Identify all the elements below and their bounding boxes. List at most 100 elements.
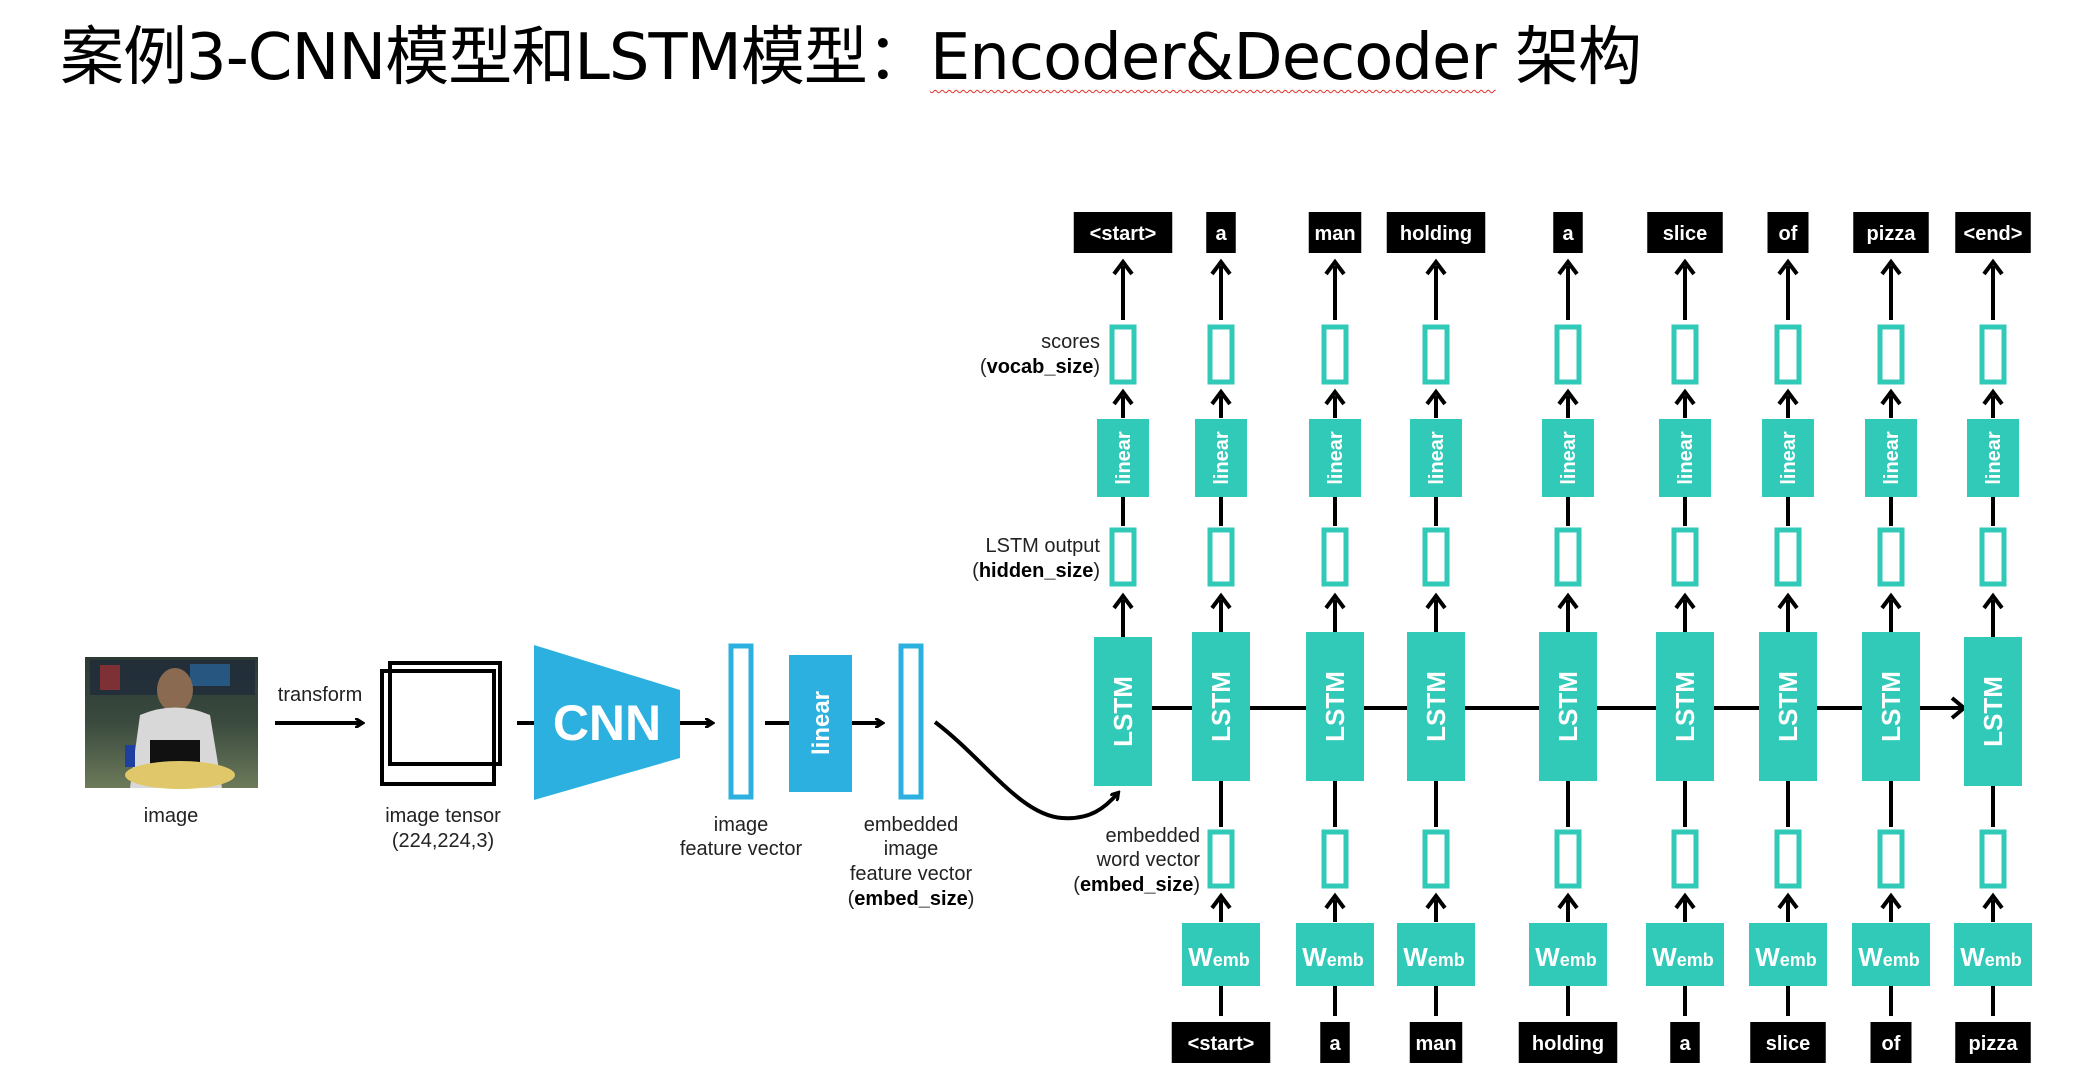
input-word-box [1670, 1022, 1700, 1063]
input-word-box [1409, 1022, 1463, 1063]
title-suffix: 架构 [1495, 21, 1642, 95]
lstm-cell [1192, 632, 1250, 781]
lstm-output-arrow-head [1210, 592, 1232, 610]
scores-arrow-head [1557, 388, 1579, 406]
scores-arrow-head [1674, 388, 1696, 406]
lstm-cell-label: LSTM [1773, 671, 1803, 742]
input-word-box-text: pizza [1969, 1033, 2019, 1055]
image-tensor-label: image tensor [385, 805, 501, 827]
lstm-output-arrow-head [1425, 592, 1447, 610]
output-arrow-head [1880, 258, 1902, 276]
slide-title: 案例3-CNN模型和LSTM模型：Encoder&Decoder 架构 [60, 6, 1642, 98]
lstm-cell [1656, 632, 1714, 781]
wemb-label: Wemb [1302, 942, 1364, 972]
wemb-block [1749, 923, 1827, 986]
decoder-linear-block [1659, 419, 1711, 497]
scores-vector [1877, 324, 1905, 385]
image-tensor-shape: (224,224,3) [392, 830, 494, 852]
output-word-box-text: <start> [1090, 223, 1157, 245]
feature-label-2: feature vector [680, 838, 803, 860]
lstm-cell-label: LSTM [1553, 671, 1583, 742]
scores-size-label: (vocab_size) [980, 356, 1100, 378]
lstm-cell [1407, 632, 1465, 781]
embedded-word-size-label: (embed_size) [1073, 874, 1200, 896]
embedded-word-vector [1774, 829, 1802, 889]
output-word-box [1647, 212, 1723, 253]
lstm-output-arrow-head [1557, 592, 1579, 610]
lstm-cell-label: LSTM [1206, 671, 1236, 742]
input-word-box [1518, 1022, 1618, 1063]
lstm-output-arrow-head [1777, 592, 1799, 610]
cnn-label: CNN [553, 695, 661, 751]
lstm-output-arrow-head [1674, 592, 1696, 610]
output-word-box-text: <end> [1964, 223, 2023, 245]
output-word-box [1553, 212, 1583, 253]
lstm-cell [1964, 637, 2022, 786]
lstm-output-arrow-head [1324, 592, 1346, 610]
output-arrow-head [1324, 258, 1346, 276]
input-word-box [1870, 1022, 1912, 1063]
scores-arrow-head [1982, 388, 2004, 406]
output-word-box-text: a [1215, 223, 1227, 245]
decoder-linear-block [1309, 419, 1361, 497]
decoder-linear-label: linear [1426, 431, 1448, 485]
decoder-linear-block [1410, 419, 1462, 497]
embedded-word-vector [1671, 829, 1699, 889]
scores-vector [1321, 324, 1349, 385]
wemb-label: Wemb [1403, 942, 1465, 972]
input-word-box-text: holding [1532, 1033, 1604, 1055]
output-word-box [1767, 212, 1809, 253]
wemb-label: Wemb [1858, 942, 1920, 972]
input-image [85, 657, 258, 789]
decoder-linear-label: linear [1675, 431, 1697, 485]
scores-vector [1979, 324, 2007, 385]
decoder-columns: <start>linearLSTMalinearLSTMWemb<start>m… [1073, 212, 2032, 1063]
input-word-box [1320, 1022, 1350, 1063]
image-tensor-icon [380, 661, 502, 786]
lstm-cell [1759, 632, 1817, 781]
embedded-image-feature-vector [898, 643, 924, 800]
output-word-box [1386, 212, 1486, 253]
output-word-box-text: a [1562, 223, 1574, 245]
lstm-output-vector [1207, 527, 1235, 587]
decoder-linear-label: linear [1778, 431, 1800, 485]
output-word-box [1073, 212, 1173, 253]
lstm-cell-label: LSTM [1670, 671, 1700, 742]
image-label: image [144, 805, 198, 827]
decoder-linear-block [1762, 419, 1814, 497]
wemb-arrow-head [1777, 892, 1799, 910]
lstm-output-vector [1877, 527, 1905, 587]
scores-arrow-head [1777, 388, 1799, 406]
scores-vector [1207, 324, 1235, 385]
lstm-cell-label: LSTM [1421, 671, 1451, 742]
output-word-box [1308, 212, 1362, 253]
lstm-cell-label: LSTM [1108, 676, 1138, 747]
lstm-output-arrow-head [1982, 592, 2004, 610]
cnn-block [534, 645, 680, 800]
embedded-word-label-2: word vector [1096, 849, 1201, 871]
output-arrow-head [1210, 258, 1232, 276]
wemb-block [1296, 923, 1374, 986]
input-word-box [1750, 1022, 1826, 1063]
input-word-box-text: slice [1766, 1033, 1810, 1055]
lstm-output-vector [1979, 527, 2007, 587]
wemb-arrow-head [1674, 892, 1696, 910]
title-encoder-decoder: Encoder&Decoder [929, 21, 1497, 95]
title-prefix: 案例3-CNN模型和LSTM模型： [60, 21, 931, 95]
wemb-arrow-head [1425, 892, 1447, 910]
wemb-block [1529, 923, 1607, 986]
lstm-cell [1539, 632, 1597, 781]
decoder-linear-block [1967, 419, 2019, 497]
scores-arrow-head [1425, 388, 1447, 406]
decoder-linear-block [1542, 419, 1594, 497]
output-arrow-head [1982, 258, 2004, 276]
embedded-word-vector [1321, 829, 1349, 889]
lstm-output-vector [1554, 527, 1582, 587]
lstm-cell-label: LSTM [1876, 671, 1906, 742]
embedded-word-vector [1979, 829, 2007, 889]
decoder-linear-label: linear [1983, 431, 2005, 485]
wemb-arrow-head [1324, 892, 1346, 910]
lstm-cell-label: LSTM [1320, 671, 1350, 742]
image-feature-vector [728, 643, 754, 800]
